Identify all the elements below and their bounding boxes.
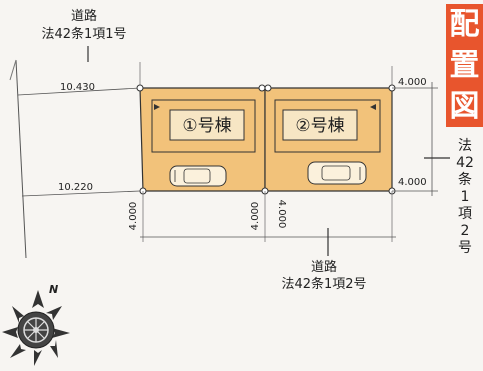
top-road-label-line2: 法42条1項1号	[41, 26, 126, 42]
house-box-2	[282, 109, 358, 141]
lot-2-label: ②号棟	[295, 116, 344, 136]
dim-line-left-top	[17, 87, 141, 96]
bottom-road-label-line1: 道路	[311, 259, 337, 275]
title-badge: 配 置 図	[446, 4, 483, 127]
right-road-char: 条	[458, 172, 472, 188]
dim-line-left-bottom	[21, 190, 141, 197]
building-outline-2	[274, 99, 381, 153]
right-road-char: 項	[458, 206, 472, 222]
right-road-label: 法 42 条 1 項 2 号	[453, 138, 477, 257]
dim-bottom-1: 4.000	[128, 202, 139, 231]
dim-right-bottom: 4.000	[398, 177, 427, 188]
lot-1-label: ①号棟	[182, 116, 231, 136]
title-char-1: 配	[449, 6, 480, 42]
dim-right-top: 4.000	[398, 77, 427, 88]
building-outline-1	[151, 99, 256, 153]
bottom-road-label-line2: 法42条1項2号	[281, 276, 366, 292]
right-road-char: 2	[460, 223, 470, 239]
left-boundary-line	[15, 59, 27, 259]
right-road-char: 42	[456, 155, 474, 171]
entrance-marker-2	[370, 104, 376, 110]
north-label: N	[49, 283, 58, 296]
compass-rose-icon	[2, 290, 70, 366]
entrance-marker-1	[154, 104, 160, 110]
dim-bottom-3: 4.000	[276, 200, 287, 229]
title-char-3: 図	[449, 88, 480, 124]
dim-left-top: 10.430	[60, 82, 95, 93]
title-char-2: 置	[449, 47, 480, 83]
right-road-char: 1	[460, 189, 470, 205]
dim-bottom-2: 4.000	[250, 202, 261, 231]
house-box-1	[169, 109, 245, 141]
right-road-char: 号	[458, 240, 472, 256]
right-road-char: 法	[458, 138, 472, 154]
car-icon	[307, 161, 367, 185]
dim-left-bottom: 10.220	[58, 182, 93, 193]
left-boundary-tick	[9, 59, 17, 81]
top-road-label-line1: 道路	[71, 8, 97, 24]
car-icon	[169, 165, 227, 187]
